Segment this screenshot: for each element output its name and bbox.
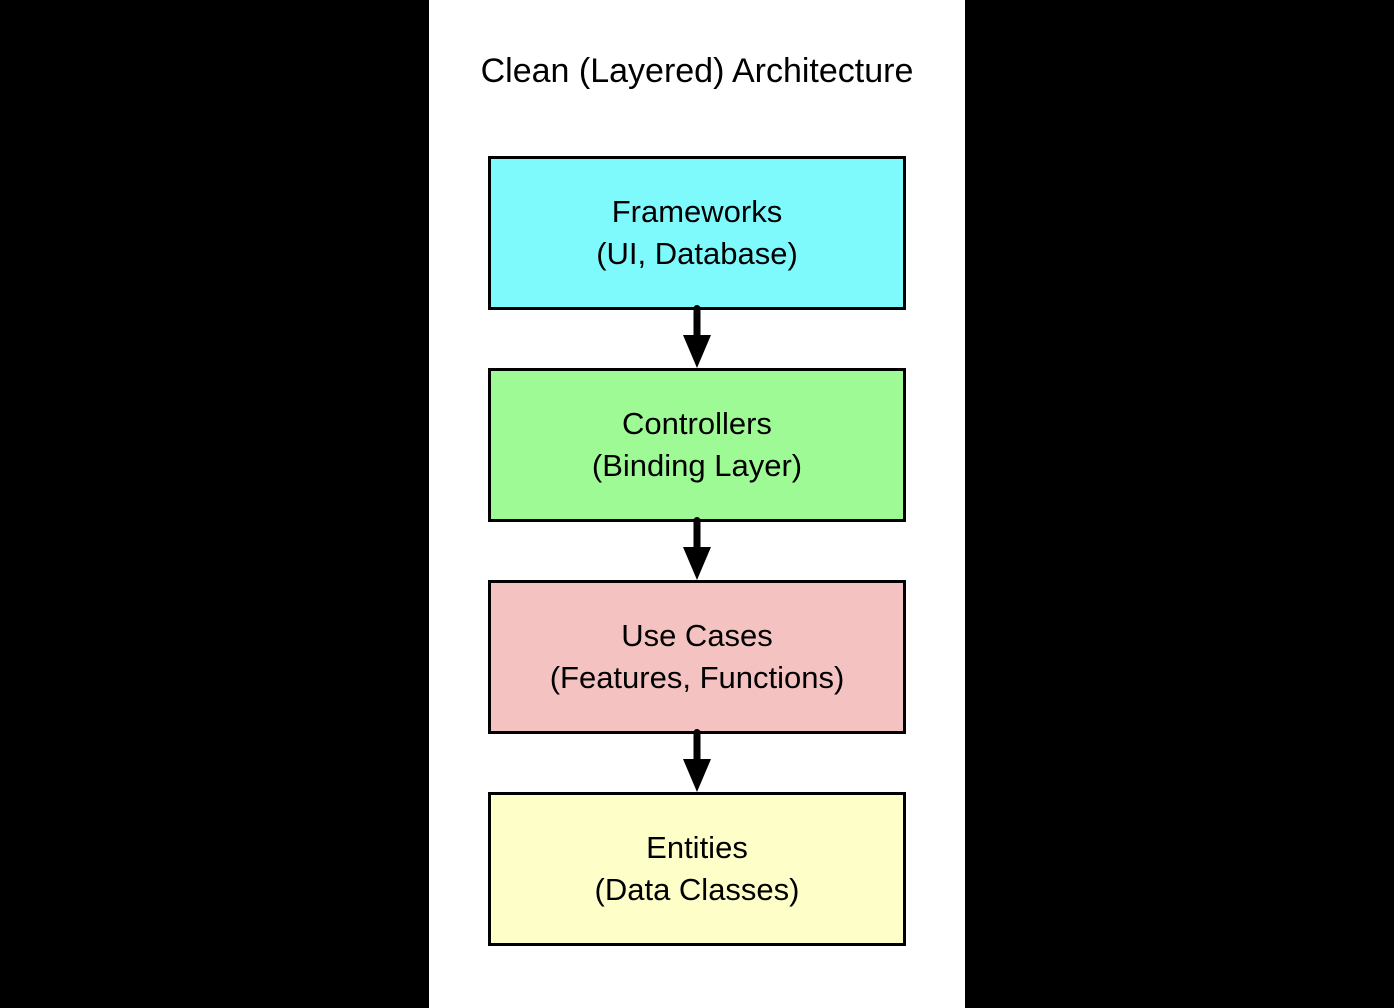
layer-name: Entities: [646, 830, 748, 865]
down-arrow-icon: [683, 305, 711, 368]
layer-box-entities: Entities (Data Classes): [488, 792, 906, 946]
diagram-title: Clean (Layered) Architecture: [480, 52, 914, 90]
down-arrow-icon: [683, 729, 711, 792]
layer-sublabel: (Features, Functions): [549, 660, 845, 695]
layered-architecture-diagram: Frameworks (UI, Database) Controllers (B…: [488, 156, 906, 946]
layer-name: Controllers: [622, 406, 772, 441]
layer-sublabel: (UI, Database): [596, 236, 798, 271]
layer-sublabel: (Binding Layer): [591, 448, 803, 483]
content-panel: Clean (Layered) Architecture Frameworks …: [429, 0, 965, 1008]
layer-name: Use Cases: [621, 618, 773, 653]
layer-box-use-cases: Use Cases (Features, Functions): [488, 580, 906, 734]
layer-sublabel: (Data Classes): [594, 872, 800, 907]
layer-box-controllers: Controllers (Binding Layer): [488, 368, 906, 522]
down-arrow-icon: [683, 517, 711, 580]
layer-name: Frameworks: [611, 194, 783, 229]
layer-box-frameworks: Frameworks (UI, Database): [488, 156, 906, 310]
